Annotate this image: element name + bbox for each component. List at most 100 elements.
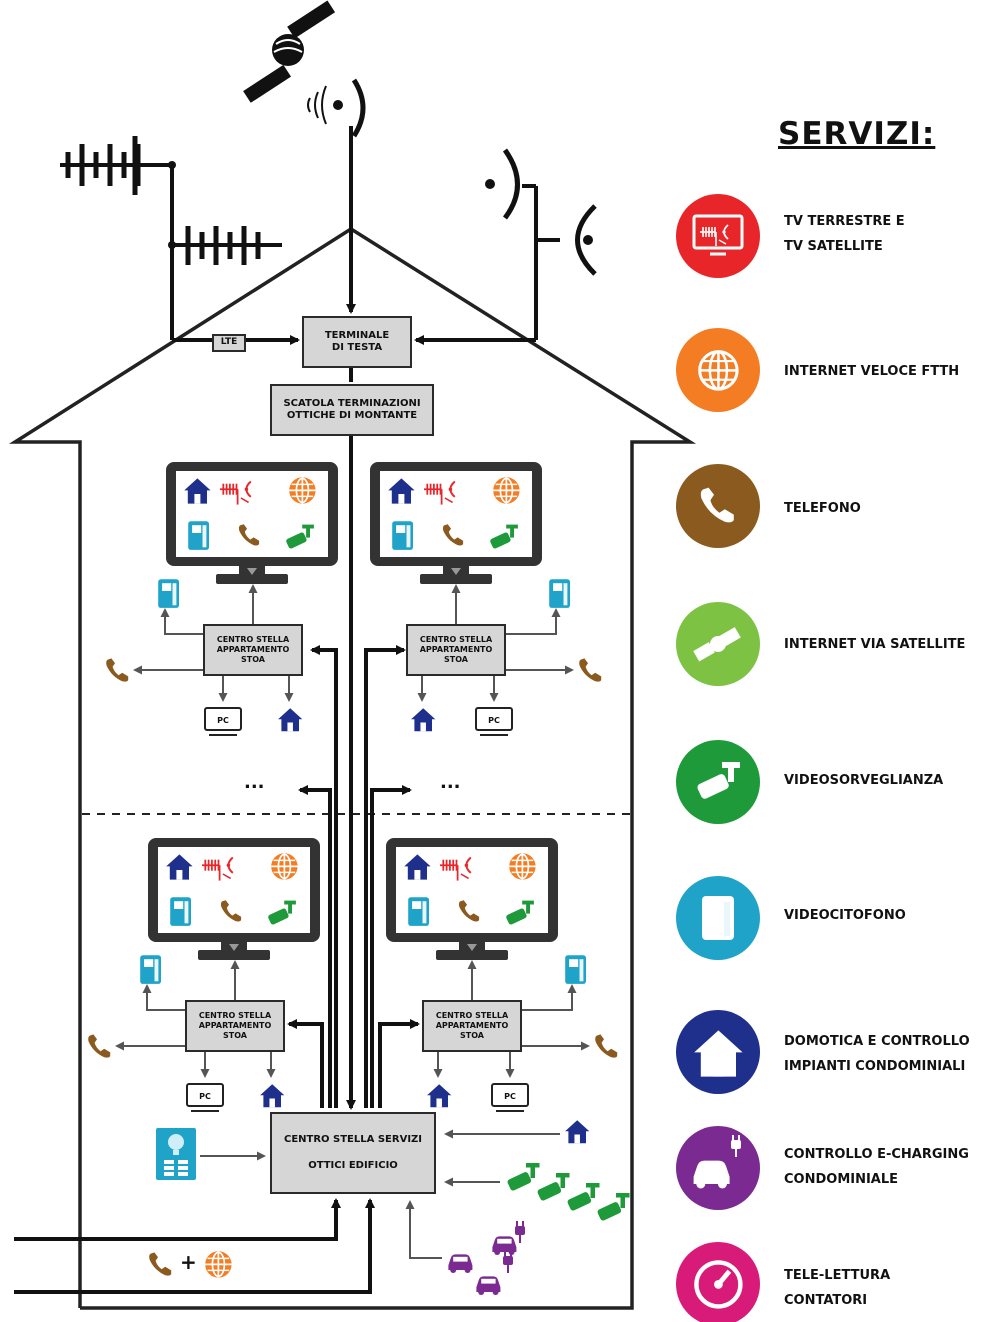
globe-icon (205, 1251, 232, 1278)
terminale-di-testa-box: TERMINALE DI TESTA (302, 316, 412, 368)
house-icon (694, 1030, 743, 1077)
camera-bracket (506, 524, 518, 529)
intercom-icon (702, 896, 734, 940)
sat-body (710, 636, 726, 652)
camera-icon (490, 524, 518, 549)
stoa-4-line-3: STOA (460, 1031, 484, 1040)
phone-icon (238, 524, 260, 546)
intercom-screen (162, 583, 172, 591)
stoa-3-line-3: STOA (223, 1031, 247, 1040)
pc-icon: PC (186, 1083, 224, 1112)
intercom-handset (579, 959, 584, 982)
stoa-to-intercom (522, 984, 577, 1011)
pc-screen (491, 1083, 529, 1107)
intercom-screen (569, 959, 579, 967)
camera-icon (507, 1163, 540, 1191)
riser-right-top (364, 645, 406, 1108)
camera-bracket (556, 1173, 570, 1178)
service-badge-1 (676, 194, 760, 278)
camera-icon (567, 1183, 600, 1211)
phone-icon (106, 658, 129, 682)
intercom-screen (144, 959, 154, 967)
meter-hub (714, 1280, 723, 1289)
monitor-arrow (451, 568, 461, 575)
terminale-line-2: DI TESTA (331, 342, 383, 353)
intercom-icon (170, 897, 191, 926)
scatola-line-2: OTTICHE DI MONTANTE (286, 410, 418, 421)
phone-icon (442, 524, 464, 546)
house-icon (278, 708, 303, 732)
intercom-screen (192, 525, 202, 533)
riser-left-low (287, 1019, 324, 1108)
plug-pin-1 (516, 1221, 518, 1227)
intercom-handset (184, 901, 189, 924)
monitor-arrow (467, 944, 477, 951)
panel-button (164, 1160, 174, 1164)
stoa-4-line-1: CENTRO STELLA (435, 1011, 509, 1020)
car-icon (693, 1160, 730, 1189)
house-shape (427, 1084, 452, 1108)
service-badge-7 (676, 1010, 760, 1094)
apartment-monitor-2 (370, 462, 542, 584)
house-icon (260, 1084, 285, 1108)
car-window (497, 1238, 512, 1244)
globe-icon (271, 853, 298, 880)
satellite-icon (243, 0, 336, 103)
stoa-to-intercom (160, 608, 203, 635)
service-label-telefono: TELEFONO (784, 497, 861, 522)
car-wheel-rear (717, 1179, 727, 1189)
car-wheel-front (450, 1267, 457, 1273)
pc-icon: PC (204, 707, 242, 736)
plug-body (731, 1140, 741, 1149)
camera-icon (697, 762, 740, 799)
house-icon (388, 478, 415, 504)
phone-shape (238, 524, 260, 546)
plug-pin-1 (732, 1135, 734, 1141)
external-line-1 (14, 1198, 341, 1241)
intercom-icon (408, 897, 429, 926)
phone-shape (442, 524, 464, 546)
intercom-screen (174, 901, 184, 909)
tv-antenna-icon (692, 214, 744, 256)
plug-pin-2 (510, 1251, 512, 1257)
plug-pin-1 (504, 1251, 506, 1257)
servizi-line-1: CENTRO STELLA SERVIZI (283, 1133, 423, 1145)
satellite-panel-left (243, 64, 292, 103)
panel-button (178, 1160, 188, 1164)
phone-shape (149, 1252, 172, 1276)
service-badge-4 (676, 602, 760, 686)
tv-frame (692, 214, 744, 250)
stoa-box-2: CENTRO STELLA APPARTAMENTO STOA (406, 624, 506, 676)
car-icon (448, 1254, 473, 1273)
ellipsis-left: ... (244, 772, 265, 793)
phone-icon (220, 900, 242, 922)
dish-top-signal (307, 85, 327, 125)
panel-button (164, 1172, 174, 1176)
intercom-icon (140, 955, 161, 984)
stoa-1-line-3: STOA (241, 655, 265, 664)
house-door (398, 494, 405, 504)
tv-antenna-icon (424, 480, 456, 505)
intercom-icon (702, 896, 734, 940)
service-satellite-line-1: INTERNET VIA SATELLITE (784, 637, 966, 652)
camera-body (507, 1172, 532, 1191)
camera-bracket (586, 1183, 600, 1188)
intercom-icon (158, 579, 179, 608)
external-line-2 (14, 1198, 375, 1294)
house-door (712, 1059, 724, 1077)
tv-antenna-icon (700, 224, 729, 246)
service-badge-circle (676, 464, 760, 548)
panel-light-base (173, 1150, 179, 1155)
phone-shape (579, 658, 602, 682)
camera-icon (506, 900, 534, 925)
house-icon (694, 1030, 743, 1077)
pc-screen (475, 707, 513, 731)
service-tv-line-2: TV SATELLITE (784, 238, 883, 254)
phone-shape (595, 1034, 618, 1058)
camera-body (597, 1202, 622, 1221)
service-badge-6 (676, 876, 760, 960)
